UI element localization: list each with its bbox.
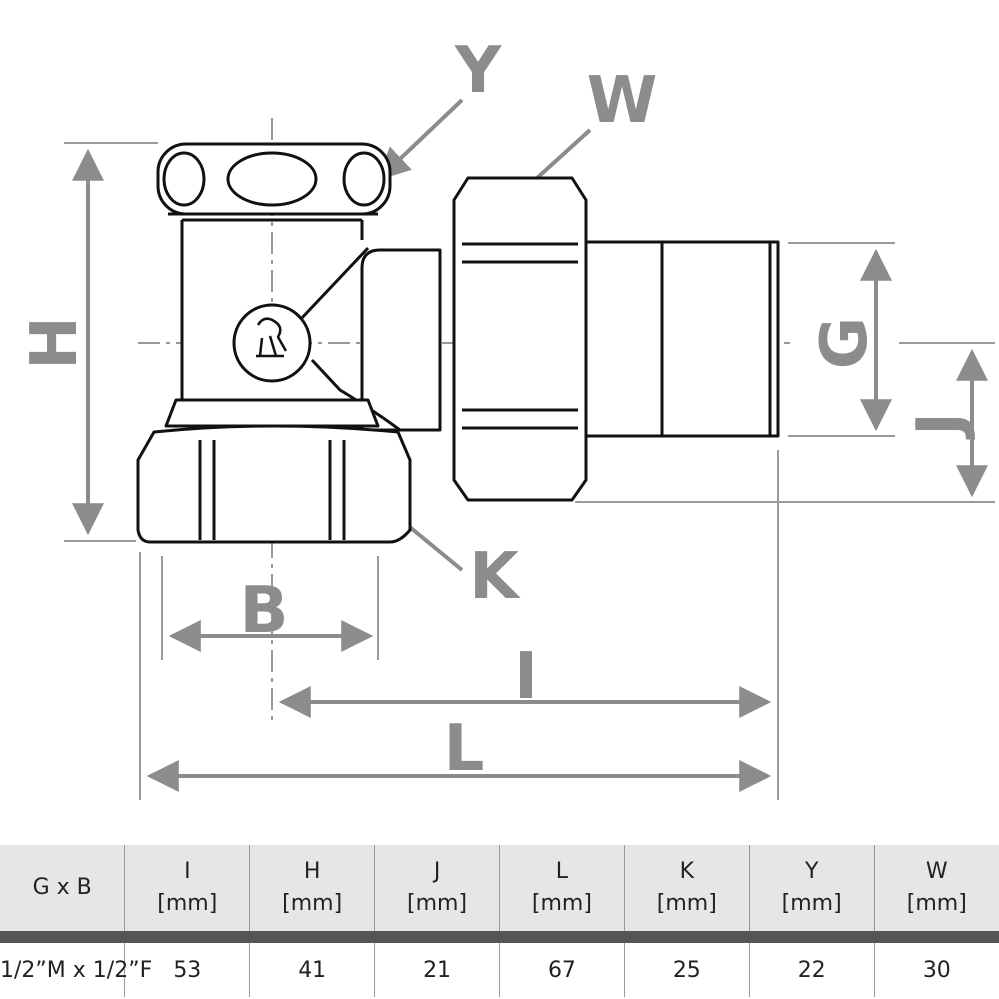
label-j: J bbox=[904, 412, 978, 440]
threaded-tail bbox=[584, 240, 664, 438]
bottom-hex-nut bbox=[136, 424, 412, 544]
header-unit: [mm] bbox=[407, 891, 468, 916]
header-g-x-b: G x B bbox=[0, 845, 125, 931]
label-y: Y bbox=[454, 34, 502, 108]
header-unit: [mm] bbox=[157, 891, 218, 916]
label-b: B bbox=[240, 574, 289, 648]
vertical-body bbox=[180, 220, 442, 432]
cell-y: 22 bbox=[748, 943, 875, 997]
header-name: J bbox=[433, 859, 441, 884]
header-unit: [mm] bbox=[781, 891, 842, 916]
label-w: W bbox=[587, 64, 658, 138]
dimensions-table: G x B I [mm] H [mm] J [mm] L [mm] K [mm] Y [mm… bbox=[0, 845, 999, 997]
header-l: L [mm] bbox=[499, 845, 625, 931]
cell-i: 53 bbox=[124, 943, 250, 997]
header-unit: [mm] bbox=[282, 891, 343, 916]
valve-technical-drawing: Y W H G J K B I L bbox=[18, 34, 995, 800]
header-unit: [mm] bbox=[906, 891, 967, 916]
table-row: 1/2”M x 1/2”F 53 41 21 67 25 22 30 bbox=[0, 943, 999, 997]
header-y: Y [mm] bbox=[748, 845, 875, 931]
label-k: K bbox=[469, 540, 521, 614]
valve-body bbox=[136, 142, 780, 544]
header-h: H [mm] bbox=[249, 845, 375, 931]
header-name: W bbox=[925, 859, 948, 884]
header-k: K [mm] bbox=[623, 845, 750, 931]
header-unit: [mm] bbox=[656, 891, 717, 916]
cell-h: 41 bbox=[249, 943, 375, 997]
table-separator bbox=[0, 931, 999, 943]
header-j: J [mm] bbox=[374, 845, 500, 931]
header-unit: [mm] bbox=[531, 891, 592, 916]
cell-w: 30 bbox=[873, 943, 999, 997]
cell-k: 25 bbox=[623, 943, 750, 997]
label-g: G bbox=[808, 317, 882, 370]
header-name: H bbox=[303, 859, 321, 884]
label-i: I bbox=[514, 640, 538, 714]
table-header-row: G x B I [mm] H [mm] J [mm] L [mm] K [mm] Y [mm… bbox=[0, 845, 999, 931]
cell-g-x-b: 1/2”M x 1/2”F bbox=[0, 957, 153, 983]
leader-y-arrow bbox=[377, 98, 464, 181]
header-i: I [mm] bbox=[124, 845, 250, 931]
cell-j: 21 bbox=[374, 943, 500, 997]
header-w: W [mm] bbox=[873, 845, 999, 931]
label-l: L bbox=[444, 712, 485, 786]
header-name: I bbox=[184, 859, 191, 884]
header-name: L bbox=[555, 859, 569, 884]
header-name: Y bbox=[804, 859, 819, 884]
label-h: H bbox=[18, 316, 92, 370]
header-name: K bbox=[679, 859, 695, 884]
extension-lines bbox=[64, 142, 995, 800]
header-name: G x B bbox=[32, 875, 92, 900]
union-hex-nut bbox=[452, 176, 588, 502]
cell-l: 67 bbox=[499, 943, 625, 997]
dimension-arrows bbox=[72, 98, 988, 792]
